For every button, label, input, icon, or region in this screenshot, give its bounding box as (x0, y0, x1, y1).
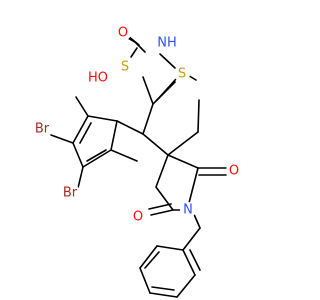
bond (79, 122, 92, 144)
bond (167, 131, 199, 156)
bond (182, 227, 201, 251)
atom-s-thiopyran-label: S (178, 67, 186, 82)
atom-s-thiopyran: S (174, 66, 190, 82)
bond (149, 292, 178, 298)
atom-br-right-label: Br (63, 186, 78, 201)
structure-canvas: O NH S S HO Br Br O (32, 25, 242, 298)
bond (156, 245, 184, 251)
bond (130, 47, 138, 58)
bond (142, 76, 154, 105)
atom-o-imide-right: O (226, 163, 242, 179)
bond (150, 209, 174, 216)
bond (142, 133, 169, 156)
bond (127, 35, 140, 46)
atom-nh-label: NH (157, 36, 177, 51)
bond (82, 149, 112, 168)
bond (148, 203, 172, 210)
molecule-drawing: O NH S S HO Br Br O (32, 25, 242, 298)
atom-n-imide-label: N (183, 203, 193, 218)
bond (142, 103, 154, 135)
bond (182, 249, 196, 276)
bond (197, 99, 200, 133)
atom-s-thiazole-label: S (121, 60, 129, 75)
bond (188, 167, 199, 204)
atom-br-left-label: Br (35, 122, 50, 137)
bond (50, 134, 74, 144)
bond (155, 154, 169, 188)
atom-br-left: Br (32, 119, 52, 139)
atom-oh-label: HO (88, 71, 108, 86)
bond (189, 249, 201, 271)
bond (110, 120, 118, 151)
bond (139, 267, 151, 294)
bond (86, 149, 107, 162)
atom-br-right: Br (60, 183, 80, 203)
bond (151, 286, 175, 291)
bond (116, 120, 144, 135)
atom-labels: O NH S S HO Br Br O (32, 25, 242, 225)
atom-o-lactam-label: O (118, 26, 128, 41)
atom-s-thiazole: S (117, 59, 133, 75)
atom-o-lactam: O (115, 25, 131, 41)
bond (167, 154, 199, 169)
bond (72, 142, 84, 168)
bonds (50, 35, 227, 298)
atom-oh: HO (88, 68, 108, 88)
bond (75, 96, 89, 117)
atom-n-imide: N (180, 202, 196, 218)
bond (87, 115, 118, 122)
bond (139, 245, 158, 269)
bond (72, 115, 89, 144)
bond (155, 186, 174, 211)
bond (176, 274, 196, 298)
atom-o-imide-left: O (130, 209, 146, 225)
atom-nh: NH (157, 33, 177, 53)
atom-o-imide-left-label: O (133, 210, 143, 225)
bond (110, 149, 138, 162)
atom-o-imide-right-label: O (229, 164, 239, 179)
bond (159, 53, 176, 69)
bond (144, 251, 160, 269)
bond (156, 78, 177, 101)
bond (77, 166, 84, 189)
